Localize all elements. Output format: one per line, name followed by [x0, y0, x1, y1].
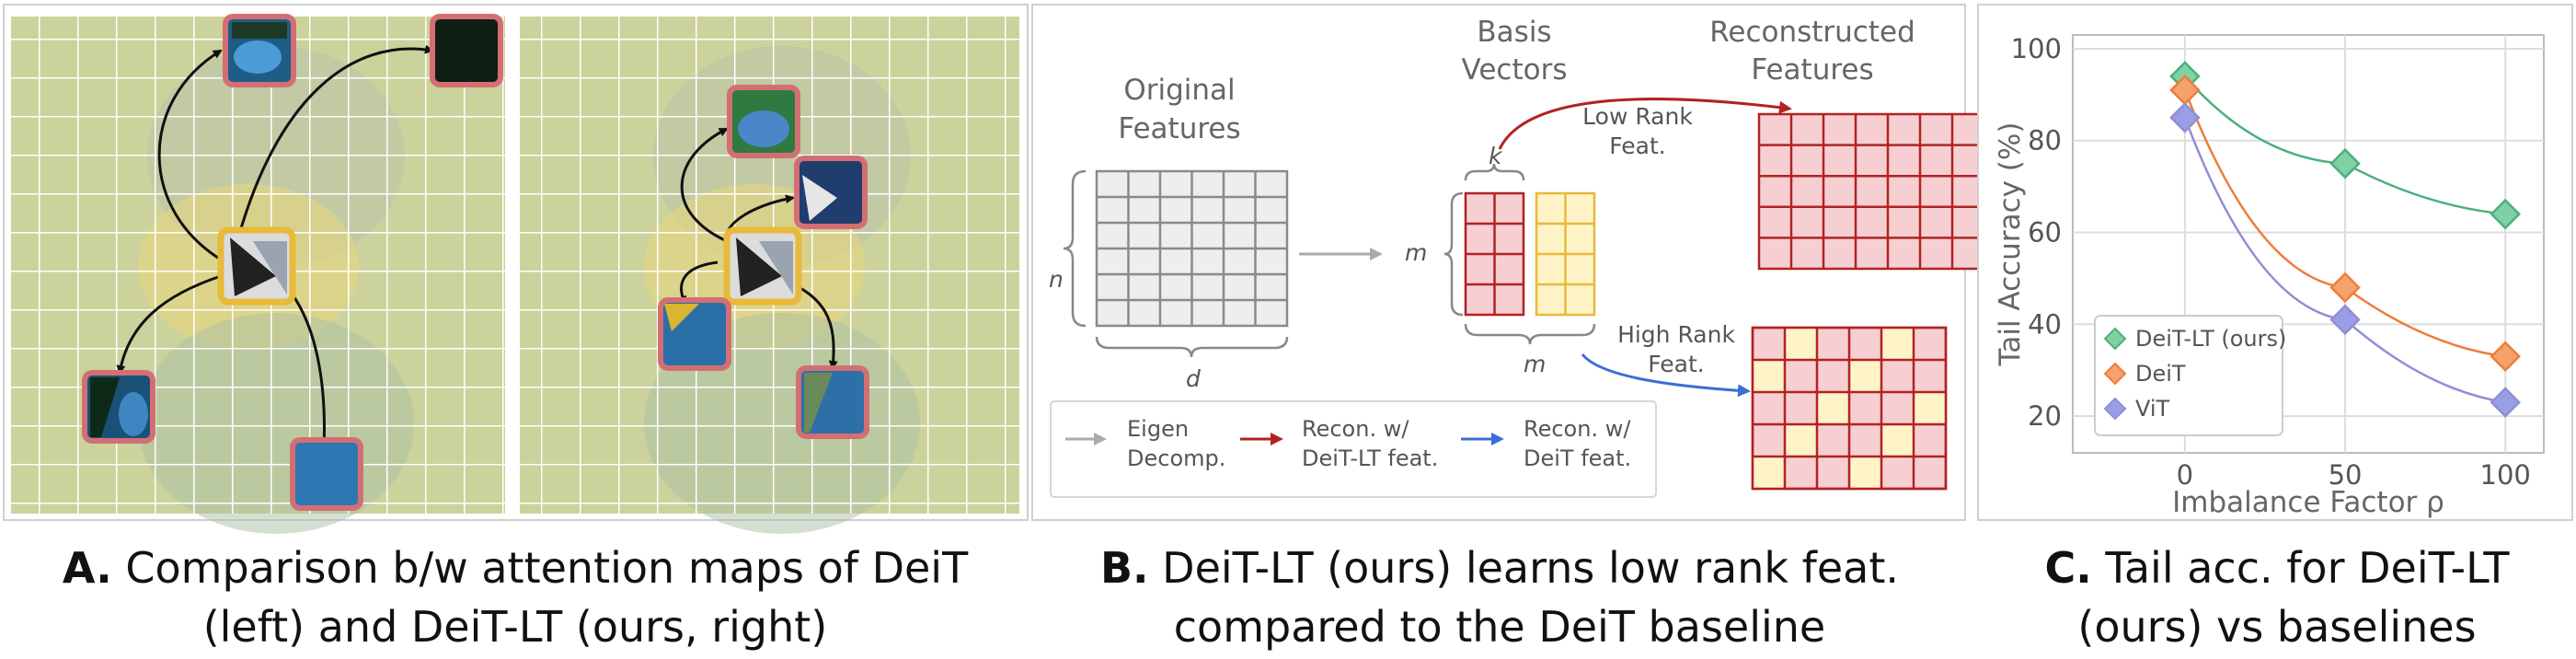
- patch-right-query: [723, 226, 802, 306]
- caption-a-letter: A.: [62, 543, 112, 593]
- patch-right-left: [658, 297, 731, 371]
- legend-marker-0: [2103, 327, 2127, 351]
- patch-left-top-right: [430, 14, 503, 87]
- caption-c-letter: C.: [2044, 543, 2092, 593]
- low-rank-arrow: [1498, 98, 1792, 150]
- caption-a: A. Comparison b/w attention maps of DeiT…: [37, 538, 994, 656]
- dim-m-label: m: [1405, 239, 1427, 266]
- legend-deit-lt-label-1: Recon. w/: [1302, 416, 1409, 442]
- caption-c-text: Tail acc. for DeiT-LT (ours) vs baseline…: [2077, 543, 2510, 652]
- original-features-label-1: Original: [1123, 74, 1235, 107]
- data-point-2: [2329, 304, 2361, 336]
- chart-legend-box: [2094, 315, 2283, 436]
- high-rank-arrow: [1581, 353, 1751, 398]
- reconstructed-matrix-low-rank: [1757, 112, 1986, 271]
- legend-deit-label-2: DeiT feat.: [1524, 445, 1631, 471]
- original-features-matrix: [1095, 169, 1289, 328]
- attention-arrows-left: [116, 44, 434, 451]
- legend-deit-lt-label-2: DeiT-LT feat.: [1302, 445, 1438, 471]
- y-tick-label: 40: [2028, 308, 2062, 340]
- caption-b-letter: B.: [1100, 543, 1149, 593]
- reconstructed-features-label-1: Reconstructed: [1709, 16, 1915, 49]
- x-axis-label: Imbalance Factor ρ: [2172, 486, 2444, 519]
- x-tick-label: 50: [2329, 459, 2363, 491]
- panel-b: Original Features n d m Basis Vectors: [1031, 4, 1986, 521]
- data-point-2: [2169, 102, 2201, 133]
- y-tick-label: 100: [2011, 33, 2062, 64]
- legend-label-2: ViT: [2135, 396, 2170, 422]
- legend-eigen-label-1: Eigen: [1127, 416, 1189, 442]
- legend-eigen-label-2: Decomp.: [1127, 445, 1225, 471]
- caption-a-text: Comparison b/w attention maps of DeiT (l…: [125, 543, 969, 652]
- legend-marker-1: [2103, 362, 2127, 386]
- basis-matrix-yellow: [1535, 191, 1596, 317]
- low-rank-label-2: Feat.: [1609, 133, 1665, 159]
- y-tick-label: 20: [2028, 400, 2062, 432]
- x-tick-label: 0: [2177, 459, 2193, 491]
- dim-k-label: k: [1489, 143, 1503, 169]
- caption-b-text: DeiT-LT (ours) learns low rank feat. com…: [1162, 543, 1899, 652]
- caption-b: B. DeiT-LT (ours) learns low rank feat. …: [1049, 538, 1950, 656]
- x-tick-label: 100: [2480, 459, 2531, 491]
- patch-left-bottom: [290, 437, 363, 511]
- basis-matrix-red: [1464, 191, 1525, 317]
- patch-right-top: [727, 85, 800, 158]
- legend-deit-label-1: Recon. w/: [1524, 416, 1631, 442]
- data-point-0: [2329, 147, 2361, 179]
- data-point-0: [2490, 198, 2521, 230]
- reconstructed-matrix-high-rank: [1751, 326, 1948, 491]
- low-rank-label-1: Low Rank: [1582, 103, 1693, 130]
- basis-vectors-label-2: Vectors: [1462, 53, 1568, 87]
- caption-c: C. Tail acc. for DeiT-LT (ours) vs basel…: [1996, 538, 2558, 656]
- dim-m2-label: m: [1524, 351, 1546, 377]
- dim-d-label: d: [1186, 365, 1201, 392]
- data-point-1: [2329, 272, 2361, 304]
- data-point-2: [2490, 387, 2521, 418]
- patch-right-bottom: [796, 365, 869, 439]
- panel-b-legend: Eigen Decomp. Recon. w/ DeiT-LT feat. Re…: [1050, 400, 1657, 498]
- patch-left-bottom-left: [82, 370, 155, 444]
- basis-vectors-label-1: Basis: [1477, 16, 1551, 49]
- legend-marker-2: [2103, 397, 2127, 421]
- brace-n: [1063, 169, 1087, 328]
- y-tick-label: 60: [2028, 217, 2062, 249]
- panel-a: [3, 4, 1029, 534]
- legend-label-0: DeiT-LT (ours): [2135, 326, 2286, 352]
- patch-right-mid: [794, 156, 868, 229]
- brace-k: [1464, 163, 1525, 181]
- legend-label-1: DeiT: [2135, 361, 2186, 387]
- brace-m-bottom: [1464, 323, 1596, 345]
- y-tick-label: 80: [2028, 125, 2062, 156]
- patch-left-top: [223, 14, 296, 87]
- reconstructed-features-label-2: Features: [1751, 53, 1873, 87]
- dim-n-label: n: [1049, 266, 1064, 293]
- high-rank-label-1: High Rank: [1617, 321, 1735, 348]
- original-features-label-2: Features: [1118, 112, 1240, 145]
- brace-m-left: [1443, 191, 1464, 317]
- data-point-1: [2490, 341, 2521, 372]
- high-rank-label-2: Feat.: [1648, 351, 1704, 377]
- y-axis-label: Tail Accuracy (%): [1994, 122, 2027, 367]
- brace-d: [1095, 336, 1289, 358]
- patch-left-query: [217, 226, 296, 306]
